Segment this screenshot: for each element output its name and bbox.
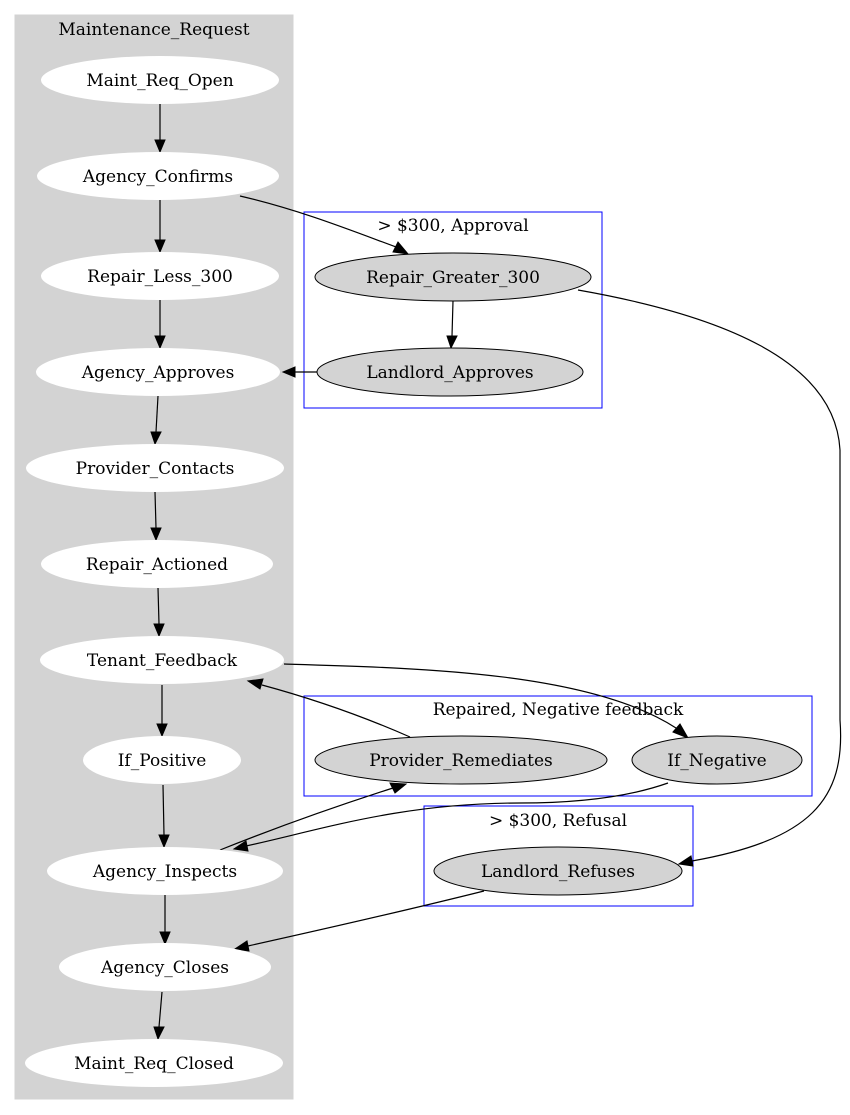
node-label: Maint_Req_Closed <box>74 1054 234 1074</box>
edge-provider-contacts-to-repair-actioned <box>150 491 162 542</box>
cluster-refusal-box <box>423 805 694 907</box>
node-label: Agency_Confirms <box>82 167 233 187</box>
edges <box>150 104 842 1041</box>
arrowhead <box>672 723 690 739</box>
cluster-negative-feedback-box <box>303 695 813 797</box>
node-repair-greater-300: Repair_Greater_300 <box>314 252 592 302</box>
node-landlord-approves: Landlord_Approves <box>316 347 584 397</box>
cluster-maintenance-request-label: Maintenance_Request <box>58 20 249 40</box>
arrowhead <box>158 834 170 849</box>
cluster-approval: > $300, Approval <box>303 211 603 409</box>
edge-repair-actioned-to-tenant-feedback <box>153 587 165 638</box>
arrowhead <box>246 678 264 690</box>
node-label: Provider_Remediates <box>369 751 553 771</box>
arrowhead <box>153 623 165 638</box>
arrowhead <box>153 1026 165 1041</box>
node-landlord-refuses: Landlord_Refuses <box>433 846 683 896</box>
arrowhead <box>154 335 166 350</box>
node-label: Tenant_Feedback <box>87 651 238 671</box>
arrowhead <box>446 335 458 350</box>
edge-agency-confirms-to-repair-less-300 <box>154 200 166 254</box>
node-maint-req-open: Maint_Req_Open <box>41 56 279 104</box>
node-label: Agency_Inspects <box>92 862 237 882</box>
arrowhead <box>154 139 166 154</box>
arrowhead <box>233 940 250 952</box>
edge-agency-confirms-to-repair-greater-300 <box>239 195 410 255</box>
node-label: If_Negative <box>667 751 766 771</box>
arrowhead <box>392 241 410 255</box>
node-repair-less-300: Repair_Less_300 <box>41 252 279 300</box>
node-if-negative: If_Negative <box>631 735 803 785</box>
edge-provider-remediates-to-tenant-feedback <box>246 678 411 738</box>
edge-repair-greater-300-to-landlord-approves <box>446 300 458 350</box>
node-maint-req-closed: Maint_Req_Closed <box>25 1039 283 1087</box>
node-agency-inspects: Agency_Inspects <box>47 847 283 895</box>
node-label: Repair_Actioned <box>86 555 228 575</box>
arrowhead <box>281 366 296 378</box>
edge-landlord-approves-to-agency-approves <box>281 366 317 378</box>
node-tenant-feedback: Tenant_Feedback <box>40 636 284 684</box>
arrowhead <box>150 527 162 542</box>
cluster-approval-box <box>303 211 603 409</box>
node-label: Agency_Closes <box>100 958 229 978</box>
cluster-approval-label: > $300, Approval <box>377 216 528 236</box>
node-label: Agency_Approves <box>81 363 235 383</box>
edge-repair-greater-300-to-landlord-refuses <box>577 289 842 867</box>
node-agency-approves: Agency_Approves <box>36 348 280 396</box>
node-label: Landlord_Approves <box>366 363 533 383</box>
arrowhead <box>159 931 171 946</box>
cluster-refusal: > $300, Refusal <box>423 805 694 907</box>
node-label: Landlord_Refuses <box>481 862 635 882</box>
cluster-negative-feedback-label: Repaired, Negative feedback <box>433 700 684 720</box>
edge-repair-less-300-to-agency-approves <box>154 300 166 350</box>
arrowhead <box>150 431 162 446</box>
node-label: If_Positive <box>118 751 207 771</box>
arrowhead <box>677 855 694 867</box>
edge-if-positive-to-agency-inspects <box>158 784 170 849</box>
edge-agency-inspects-to-agency-closes <box>159 895 171 946</box>
edge-maint-req-open-to-agency-confirms <box>154 104 166 154</box>
node-if-positive: If_Positive <box>83 736 241 784</box>
node-label: Repair_Less_300 <box>87 267 233 287</box>
node-label: Repair_Greater_300 <box>366 268 540 288</box>
arrowhead <box>156 723 168 738</box>
edge-agency-approves-to-provider-contacts <box>150 395 162 446</box>
edge-tenant-feedback-to-if-positive <box>156 685 168 738</box>
edge-agency-inspects-to-provider-remediates <box>219 782 408 851</box>
node-provider-contacts: Provider_Contacts <box>26 444 284 492</box>
node-agency-closes: Agency_Closes <box>59 943 271 991</box>
node-provider-remediates: Provider_Remediates <box>314 735 608 785</box>
node-agency-confirms: Agency_Confirms <box>37 152 279 200</box>
edge-landlord-refuses-to-agency-closes <box>233 890 485 952</box>
edge-agency-closes-to-maint-req-closed <box>153 991 165 1041</box>
arrowhead <box>154 239 166 254</box>
arrowhead <box>232 840 249 852</box>
node-label: Maint_Req_Open <box>86 71 233 91</box>
edge-tenant-feedback-to-if-negative <box>283 663 690 739</box>
arrowhead <box>389 782 408 794</box>
cluster-refusal-label: > $300, Refusal <box>489 811 627 831</box>
cluster-negative-feedback: Repaired, Negative feedback <box>303 695 813 797</box>
edge-if-negative-to-agency-inspects <box>232 782 669 852</box>
node-repair-actioned: Repair_Actioned <box>41 540 273 588</box>
node-label: Provider_Contacts <box>76 459 235 479</box>
